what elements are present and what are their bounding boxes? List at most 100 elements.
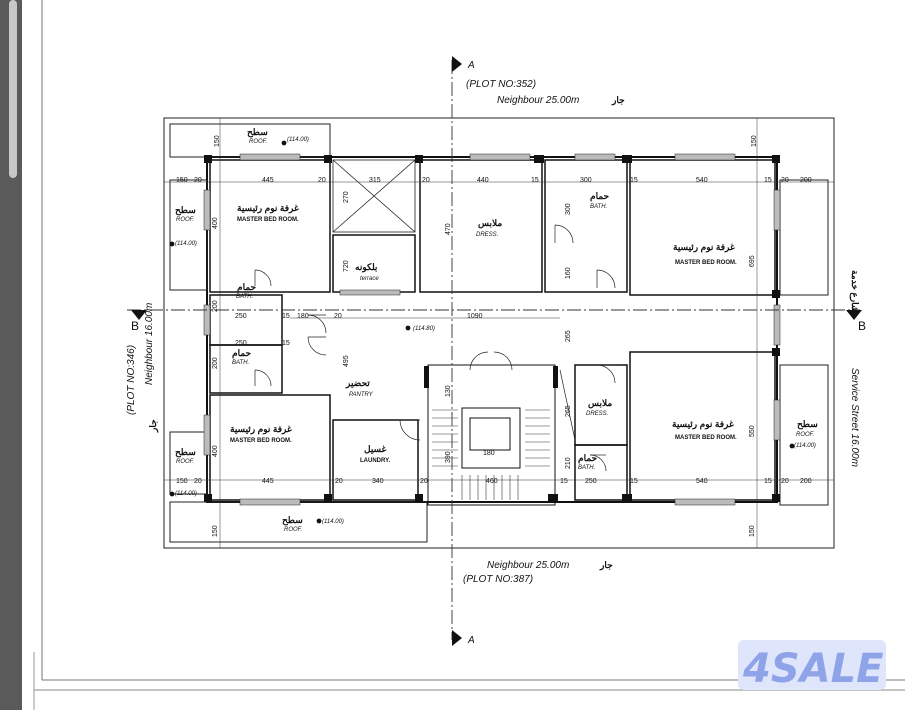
dim-text: 250 [235,313,247,320]
roof-en-3: ROOF. [176,459,194,465]
dim-text: 150 [176,177,188,184]
plot-left-label: (PLOT NO:346) [126,345,137,415]
bath-en-2: BATH. [232,360,249,366]
dim-text: 20 [420,478,428,485]
dim-text: 540 [696,177,708,184]
dim-text: 200 [212,357,219,369]
neighbour-bottom-label: Neighbour 25.00m [487,560,569,571]
roof-ar-2: سطح [175,205,196,216]
jar-bottom-label: جار [599,560,613,571]
neighbour-left-label: Neighbour 16.00m [144,303,155,385]
dress-ar-1: ملابس [478,218,502,229]
scrollbar-thumb[interactable] [9,0,17,178]
dim-text: 300 [580,177,592,184]
pantry-en: PANTRY [349,392,374,398]
service-street-label: Service Street 16.00m [849,368,860,467]
level-label-3: (114.00) [175,491,197,497]
dim-text: 180 [297,313,309,320]
dress-en-2: DRESS. [586,411,608,417]
dim-text: 265 [565,405,572,417]
level-label-2: (114.00) [175,241,197,247]
dim-text: 20 [781,177,789,184]
bath-en-4: BATH. [578,465,595,471]
street-ar-label: شارع خدمة [849,270,860,312]
roof-en-2: ROOF. [176,217,194,223]
dim-text: 460 [486,478,498,485]
dim-text: 150 [176,478,188,485]
dim-text: 250 [585,478,597,485]
roof-ar-3: سطح [175,447,196,458]
dim-text: 695 [749,255,756,267]
level-label-4: (114.00) [322,519,344,525]
dim-text: 15 [282,313,290,320]
level-label-floor: (114.80) [413,326,435,332]
neighbour-top-label: Neighbour 25.00m [497,95,579,106]
watermark-badge [738,640,886,690]
dim-text: 495 [343,355,350,367]
master-bed-ar-3: غرفة نوم رئيسية [673,242,735,253]
dim-text: 150 [751,135,758,147]
dim-text: 720 [343,260,350,272]
dim-text: 265 [565,330,572,342]
dim-text: 200 [800,478,812,485]
dim-text: 315 [369,177,381,184]
dim-text: 20 [781,478,789,485]
master-bed-ar-2: غرفة نوم رئيسية [230,424,292,435]
roof-ar-1: سطح [247,127,268,138]
master-bed-ar-1: غرفة نوم رئيسية [237,203,299,214]
dim-text: 200 [212,300,219,312]
laundry-en: LAUNDRY. [360,458,390,464]
dim-text: 15 [282,340,290,347]
master-bed-en-1: MASTER BED ROOM. [237,217,299,223]
section-b-left-arrow [131,310,147,320]
bath-ar-2: حمام [232,348,252,359]
dim-text: 130 [445,385,452,397]
dim-text: 160 [565,267,572,279]
plot-top-label: (PLOT NO:352) [466,79,536,90]
bath-ar-1: حمام [237,282,257,293]
dim-text: 15 [630,177,638,184]
bath-en-1: BATH. [236,294,253,300]
roof-en-1: ROOF. [249,139,267,145]
dim-text: 550 [749,425,756,437]
bath-ar-4: حمام [578,453,598,464]
dim-text: 20 [334,313,342,320]
jar-top-label: جار [611,95,625,106]
dress-en-1: DRESS. [476,232,498,238]
roof-ar-4: سطح [282,515,303,526]
roof-en-5: ROOF. [796,432,814,438]
master-bed-en-4: MASTER BED ROOM. [675,435,737,441]
roof-ar-5: سطح [797,419,818,430]
bath-ar-3: حمام [590,191,610,202]
dim-text: 400 [212,445,219,457]
dim-text: 250 [235,340,247,347]
section-b-right-label: B [858,319,866,333]
dim-text: 210 [565,457,572,469]
watermark-logo: 4SALE [742,646,883,692]
balcony-ar: بلكونه [355,262,377,273]
dim-text: 470 [445,223,452,235]
left-edge-strip [0,0,22,710]
jar-left-label: جار [148,419,159,433]
level-label-5: (114.00) [794,443,816,449]
dim-text: 15 [764,478,772,485]
section-b-left-label: B [131,319,139,333]
dim-text: 15 [630,478,638,485]
dim-text: 20 [194,177,202,184]
dim-text: 20 [194,478,202,485]
dim-text: 20 [335,478,343,485]
dim-text: 150 [214,135,221,147]
bath-en-3: BATH. [590,204,607,210]
dim-text: 400 [212,217,219,229]
dim-text: 440 [477,177,489,184]
dim-text: 20 [422,177,430,184]
dim-text: 200 [800,177,812,184]
dim-text: 1090 [467,313,483,320]
dim-text: 300 [565,203,572,215]
roof-en-4: ROOF. [284,527,302,533]
dim-text: 15 [764,177,772,184]
section-a-top-arrow [452,56,462,72]
laundry-ar: غسيل [364,444,387,454]
master-bed-ar-4: غرفة نوم رئيسية [672,419,734,430]
